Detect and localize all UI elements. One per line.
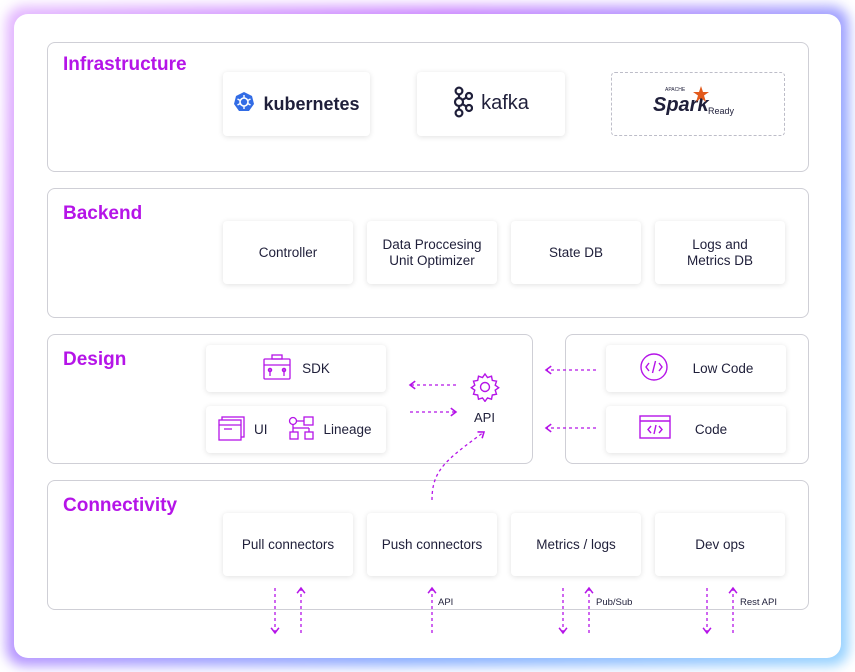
- arrow-label-rest-api: Rest API: [740, 597, 777, 608]
- backend-dpu-optimizer-box: Data Proccesing Unit Optimizer: [367, 221, 497, 284]
- kubernetes-label: kubernetes: [263, 93, 360, 114]
- connectivity-title: Connectivity: [63, 495, 178, 516]
- kafka-label: kafka: [481, 92, 529, 115]
- backend-controller-box: Controller: [223, 221, 353, 284]
- api-label: API: [474, 410, 495, 425]
- sdk-box: SDK: [206, 345, 386, 392]
- kubernetes-icon: [233, 91, 255, 117]
- backend-title: Backend: [63, 203, 143, 224]
- toolbox-icon: [262, 353, 292, 385]
- spark-star-icon: [693, 86, 709, 106]
- gear-icon: [470, 372, 500, 407]
- code-circle-icon: [639, 352, 669, 386]
- lineage-label: Lineage: [323, 421, 372, 437]
- metrics-logs-box: Metrics / logs: [511, 513, 641, 576]
- arrow-label-pubsub: Pub/Sub: [596, 597, 633, 608]
- ui-label: UI: [254, 421, 268, 437]
- push-connectors-box: Push connectors: [367, 513, 497, 576]
- lineage-icon: [288, 415, 316, 445]
- ui-lineage-box: UI Lineage: [206, 406, 386, 453]
- arrow-label-api: API: [438, 597, 454, 608]
- low-code-label: Low Code: [692, 360, 754, 376]
- backend-state-db-box: State DB: [511, 221, 641, 284]
- infrastructure-title: Infrastructure: [63, 54, 187, 75]
- sdk-label: SDK: [302, 360, 330, 376]
- spark-box: APACHE Spark Ready: [611, 72, 785, 136]
- code-box: Code: [606, 406, 786, 453]
- kubernetes-box: kubernetes: [223, 72, 370, 136]
- spark-label: Spark: [653, 94, 709, 116]
- kafka-box: kafka: [417, 72, 565, 136]
- low-code-box: Low Code: [606, 345, 786, 392]
- backend-logs-metrics-db-box: Logs and Metrics DB: [655, 221, 785, 284]
- window-icon: [218, 415, 246, 445]
- kafka-icon: [453, 86, 474, 122]
- pull-connectors-box: Pull connectors: [223, 513, 353, 576]
- spark-suffix: Ready: [708, 106, 735, 116]
- dev-ops-box: Dev ops: [655, 513, 785, 576]
- arrow-push-to-api: [431, 431, 486, 501]
- code-window-icon: [639, 414, 671, 446]
- code-label: Code: [694, 421, 728, 437]
- spark-prefix: APACHE: [665, 87, 686, 93]
- design-title: Design: [63, 349, 127, 370]
